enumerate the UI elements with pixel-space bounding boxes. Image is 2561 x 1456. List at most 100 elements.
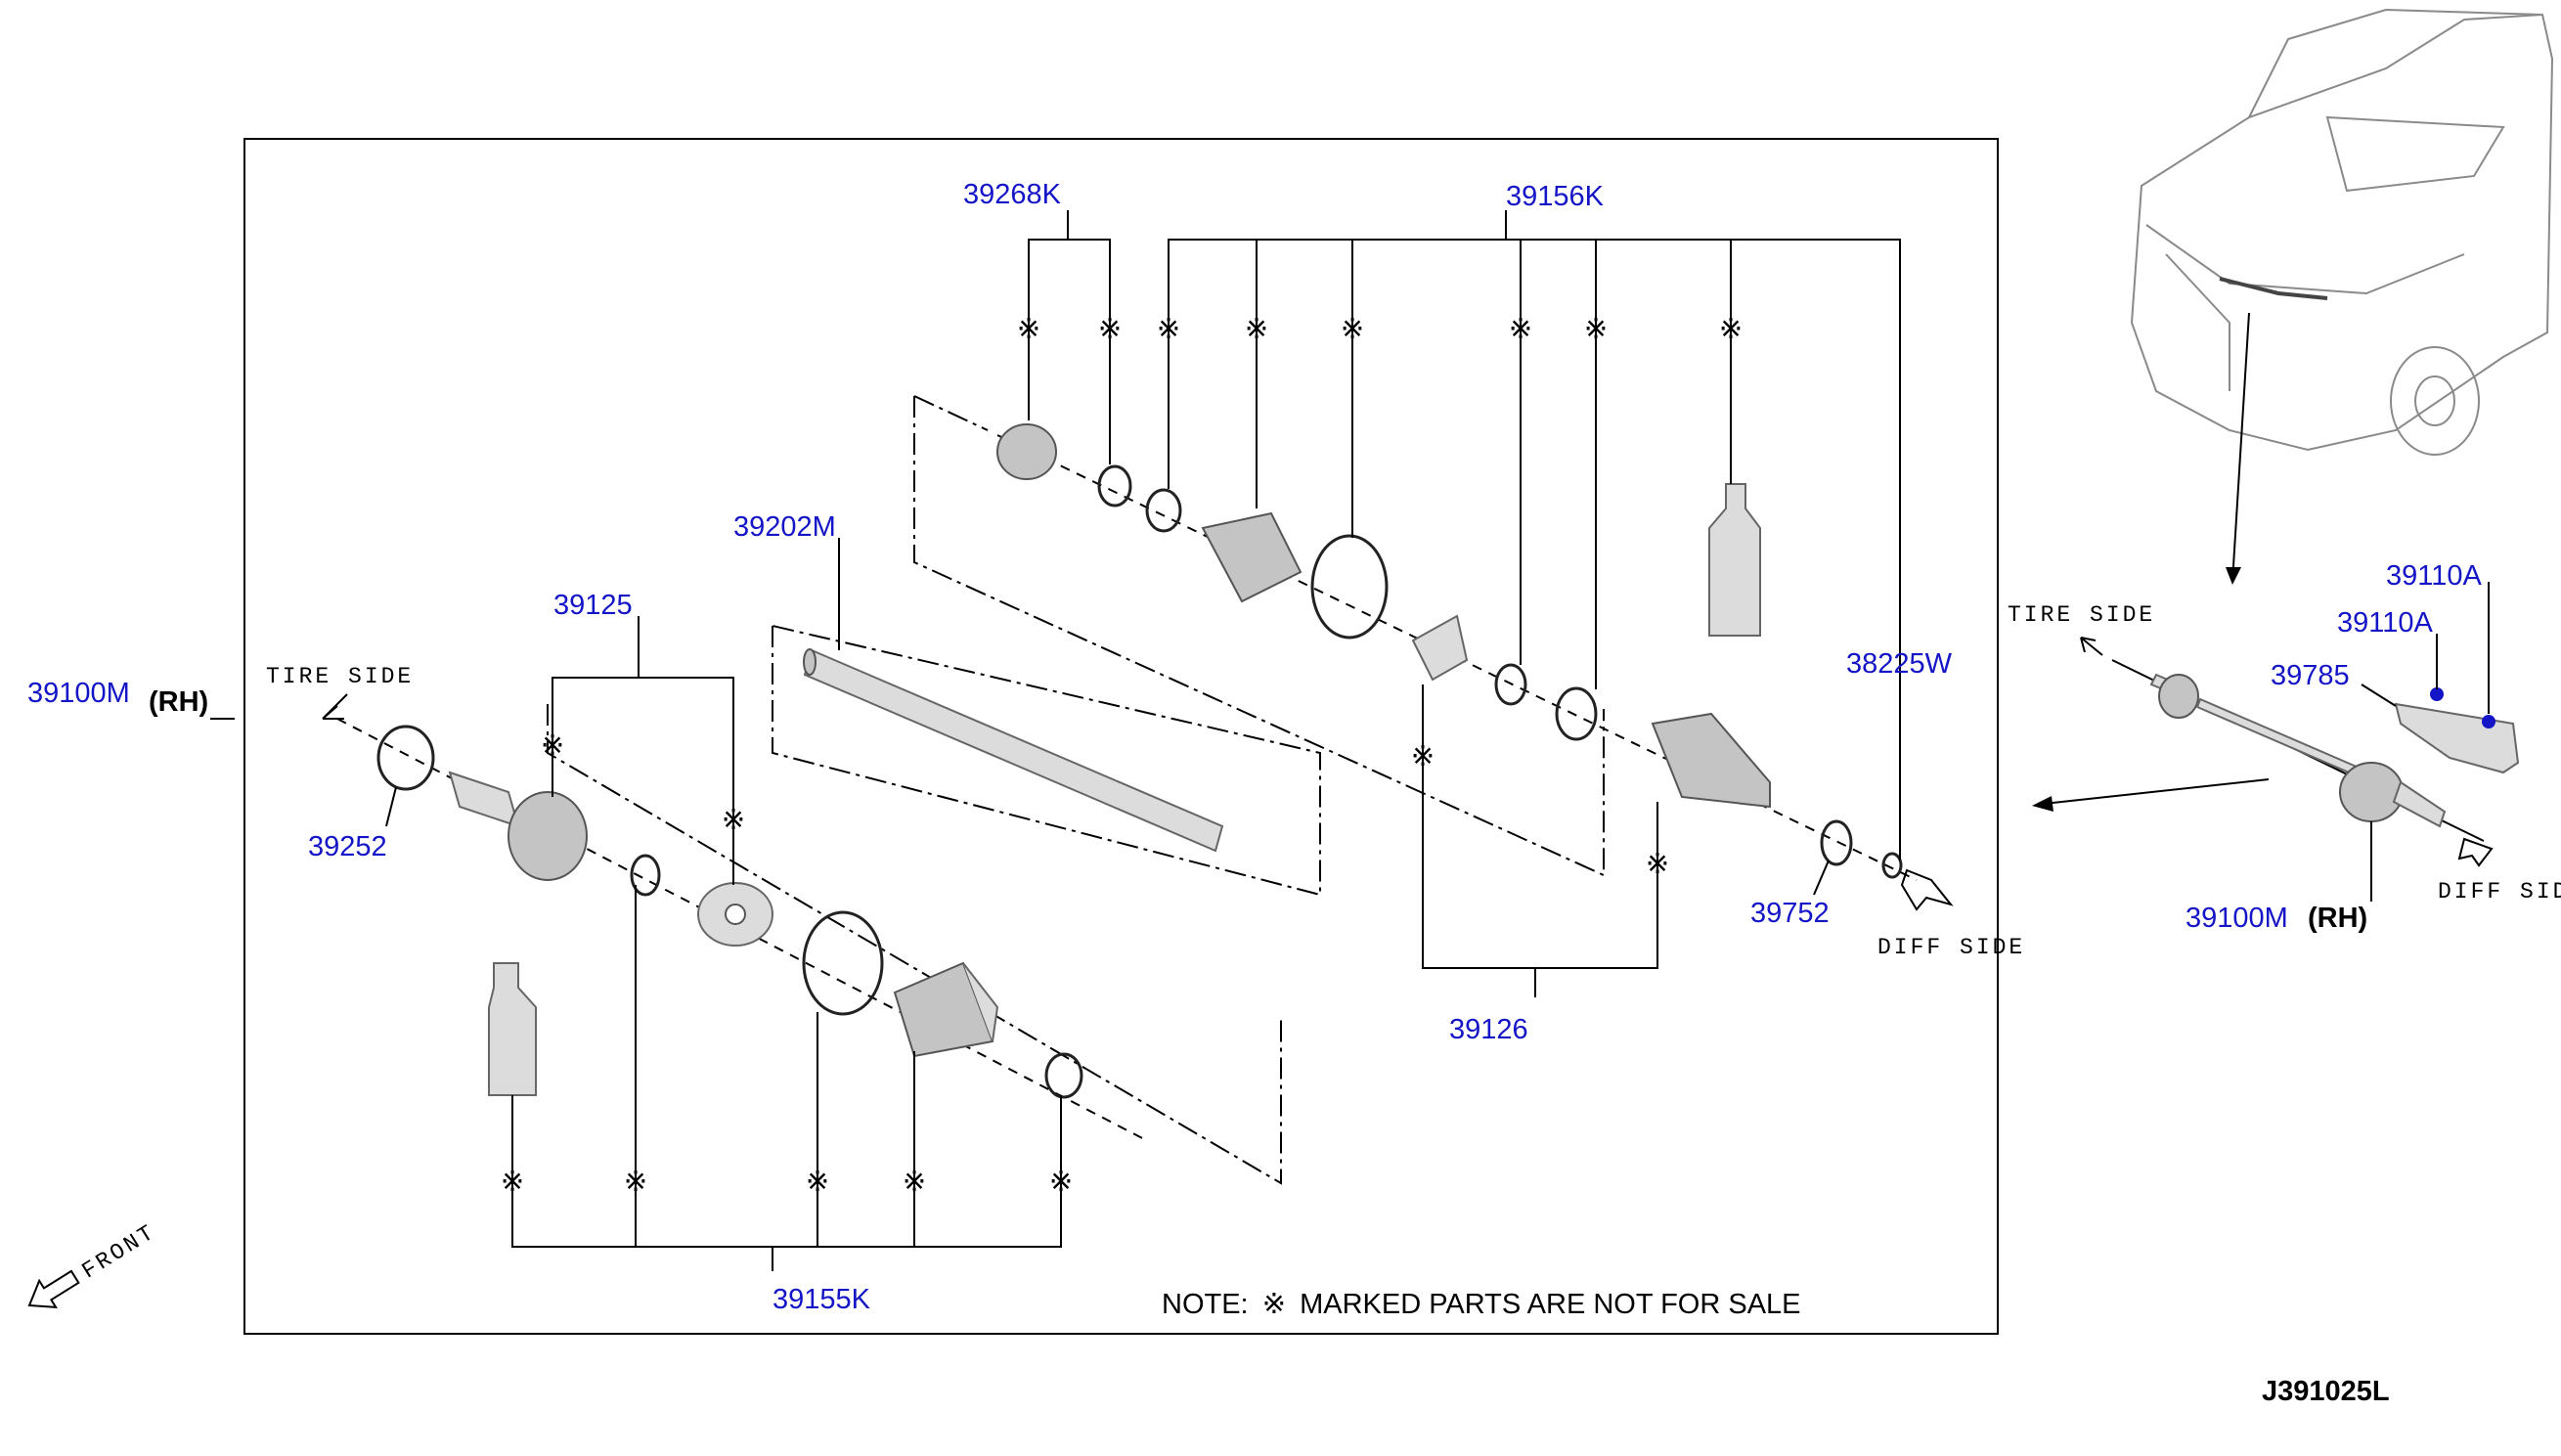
right-outer-joint-part	[2158, 674, 2199, 719]
shaft-group-outline	[772, 625, 1321, 897]
nfs-mark: ※	[541, 730, 564, 762]
part-number-39100M-right[interactable]: 39100M	[2186, 903, 2288, 934]
nfs-mark: ※	[624, 1167, 647, 1198]
boot-tip-part	[962, 962, 999, 1042]
vehicle-windshield-outline	[2325, 115, 2505, 193]
right-shaft-assembly	[2111, 659, 2520, 842]
grease-tube-left-part	[488, 962, 537, 1096]
damper-part	[996, 423, 1057, 480]
part-number-39155K[interactable]: 39155K	[773, 1284, 871, 1315]
tire-side-label-right: TIRE SIDE	[2008, 602, 2155, 628]
band-clamp-2-part	[1145, 488, 1182, 533]
nfs-mark: ※	[1341, 314, 1364, 345]
pointer-arrow-left-head	[2032, 796, 2053, 812]
part-number-39110A-top[interactable]: 39110A	[2386, 560, 2482, 592]
nfs-mark: ※	[1411, 741, 1435, 772]
nfs-mark: ※	[806, 1167, 829, 1198]
bracket-39785-part	[2394, 702, 2520, 774]
boot-band-large-part	[802, 910, 884, 1016]
nfs-mark: ※	[1017, 314, 1040, 345]
diagram-frame	[243, 138, 1999, 1335]
part-number-39100M-left[interactable]: 39100M	[27, 678, 130, 709]
tire-side-arrow-right	[2080, 637, 2103, 656]
note-body: MARKED PARTS ARE NOT FOR SALE	[1300, 1289, 1800, 1320]
outer-joint-stub-part	[448, 771, 520, 828]
vehicle-driveshaft-highlight	[2219, 277, 2328, 300]
note-prefix: NOTE:	[1162, 1289, 1249, 1320]
rh-label-left: (RH)	[149, 686, 208, 718]
drive-shaft-39202M-part	[803, 648, 1224, 853]
snap-ring-part	[630, 854, 661, 897]
part-number-39268K[interactable]: 39268K	[963, 179, 1062, 210]
vehicle-grille-line	[2165, 253, 2230, 391]
leader-39785	[2361, 684, 2397, 707]
inner-race-bore-part	[725, 904, 746, 925]
vehicle-wheel-outline	[2390, 346, 2480, 456]
outer-joint-housing-part	[508, 791, 588, 881]
diagram-code: J391025L	[2262, 1376, 2390, 1407]
part-number-39752[interactable]: 39752	[1750, 898, 1830, 929]
leader-39752	[1813, 860, 1830, 896]
grease-tube-upper-part	[1708, 483, 1761, 637]
assembly-axis-left	[336, 718, 1145, 1140]
front-arrow-icon	[27, 1269, 80, 1309]
diff-side-label-left: DIFF SIDE	[1877, 935, 2025, 960]
outer-joint-group-outline-top	[913, 395, 989, 431]
boot-band-small-part	[1044, 1052, 1083, 1099]
tire-side-label-left: TIRE SIDE	[266, 664, 414, 689]
drive-shaft-end-part	[803, 648, 817, 676]
leader-39125	[552, 677, 734, 885]
part-number-39126[interactable]: 39126	[1449, 1014, 1528, 1045]
nfs-mark: ※	[1509, 314, 1532, 345]
outer-joint-group-outline	[913, 396, 1605, 877]
pointer-arrow-left	[2043, 778, 2270, 805]
nfs-mark: ※	[1157, 314, 1180, 345]
circlip-38225W-part	[1881, 852, 1903, 879]
front-indicator: FRONT	[27, 1219, 160, 1309]
part-number-39125[interactable]: 39125	[553, 590, 633, 621]
note-symbol: ※	[1262, 1289, 1286, 1320]
leader-39155K	[511, 1095, 1062, 1248]
inner-group-outline	[547, 704, 1282, 1185]
bolt-39110A-a-part	[2430, 687, 2444, 701]
part-number-39252[interactable]: 39252	[308, 831, 387, 862]
nfs-mark: ※	[903, 1167, 926, 1198]
part-number-39110A-bottom[interactable]: 39110A	[2337, 607, 2433, 639]
dust-seal-39252-part	[376, 725, 435, 791]
diff-side-label-right: DIFF SIDE	[2438, 879, 2561, 904]
part-number-39202M[interactable]: 39202M	[733, 511, 836, 543]
boot-band-upper-part	[1310, 534, 1389, 640]
vehicle-roof-outline	[2248, 8, 2543, 118]
boot-part	[893, 961, 994, 1058]
part-number-38225W[interactable]: 38225W	[1846, 648, 1953, 680]
nfs-mark: ※	[501, 1167, 524, 1198]
leader-39156K	[1168, 239, 1901, 860]
nfs-mark: ※	[1719, 314, 1743, 345]
nfs-mark: ※	[722, 805, 745, 836]
vehicle-location-illustration	[2130, 8, 2554, 456]
inner-joint-housing-part	[1651, 712, 1771, 809]
bolt-39110A-b-part	[2482, 715, 2495, 728]
part-number-39785[interactable]: 39785	[2271, 660, 2350, 691]
leader-39126	[1422, 684, 1658, 969]
nfs-mark: ※	[1098, 314, 1122, 345]
spider-assembly-part	[1411, 614, 1469, 682]
part-number-39156K[interactable]: 39156K	[1506, 181, 1605, 212]
boot-upper-part	[1201, 511, 1303, 603]
note-text: NOTE: ※ MARKED PARTS ARE NOT FOR SALE	[1162, 1289, 1801, 1320]
nfs-mark: ※	[1049, 1167, 1073, 1198]
nfs-mark: ※	[1245, 314, 1268, 345]
vehicle-hood-line	[2145, 224, 2465, 295]
pointer-arrow-down-head	[2226, 567, 2241, 585]
stopper-ring-part	[1555, 686, 1598, 741]
snap-ring-upper-part	[1494, 663, 1527, 706]
nfs-mark: ※	[1646, 849, 1669, 880]
right-inner-joint-part	[2339, 762, 2404, 822]
pointer-arrow-down	[2231, 312, 2250, 583]
vehicle-hub-outline	[2414, 375, 2455, 426]
right-inner-stub-part	[2392, 780, 2447, 828]
dust-seal-39752-part	[1820, 819, 1853, 866]
front-label: FRONT	[77, 1219, 160, 1285]
